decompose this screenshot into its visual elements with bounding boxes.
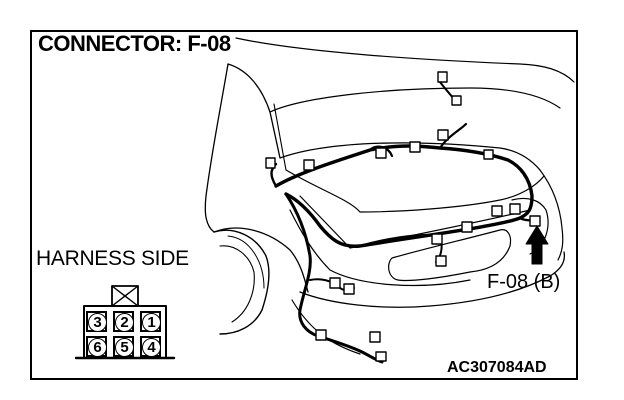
roof-line xyxy=(235,37,575,83)
connector-small xyxy=(303,159,315,171)
rear-deck-line xyxy=(539,169,564,261)
pin-cell: 5 xyxy=(113,336,134,357)
connector-small xyxy=(437,129,449,141)
connector-label: F-08 (B) xyxy=(487,271,561,293)
body-side-outline xyxy=(204,63,229,233)
pin-cell: 1 xyxy=(140,311,161,332)
pin-number: 3 xyxy=(88,313,107,332)
connector-small xyxy=(375,147,387,159)
pin-number: 5 xyxy=(115,338,134,357)
rear-window-outline xyxy=(227,63,541,171)
connector-small xyxy=(431,233,443,245)
page-title: CONNECTOR: F-08 xyxy=(38,31,231,56)
harness-wire-down xyxy=(284,192,384,364)
trunk-lower-edge xyxy=(289,209,471,287)
wheel-inner xyxy=(219,245,255,323)
pin-cell: 3 xyxy=(86,311,107,332)
bumper-outline xyxy=(299,251,566,308)
pin-cell: 4 xyxy=(140,336,161,357)
wheel-arch xyxy=(213,229,270,335)
pin-number: 1 xyxy=(142,313,161,332)
connector-small xyxy=(451,95,462,106)
connector-small xyxy=(461,221,473,233)
connector-small xyxy=(265,157,276,169)
connector-f08 xyxy=(529,215,541,227)
quarter-panel xyxy=(213,227,309,293)
connector-small xyxy=(509,203,521,215)
c-pillar-line xyxy=(269,87,561,113)
connector-small xyxy=(315,329,327,341)
diagram-code: AC307084AD xyxy=(447,359,547,376)
connector-small xyxy=(343,283,355,295)
connector-small xyxy=(491,205,503,217)
tire-arc xyxy=(227,235,265,289)
pin-number: 6 xyxy=(88,338,107,357)
rear-glass-lower xyxy=(273,103,287,171)
connector-small xyxy=(483,149,494,160)
pin-number: 4 xyxy=(142,338,161,357)
connector-small xyxy=(329,277,341,289)
license-plate-recess xyxy=(388,229,512,282)
connector-small xyxy=(409,141,421,153)
harness-branch-right xyxy=(438,122,468,150)
pin-number: 2 xyxy=(115,313,134,332)
trunk-lid-top xyxy=(285,169,545,213)
harness-branch-mid xyxy=(368,145,394,158)
arrow-up-icon xyxy=(525,225,549,265)
pin-cell: 2 xyxy=(113,311,134,332)
connector-small xyxy=(437,71,448,83)
harness-side-label: HARNESS SIDE xyxy=(36,247,189,270)
connector-small xyxy=(435,255,447,267)
connector-small xyxy=(375,351,387,362)
connector-small xyxy=(369,331,381,343)
harness-connectors xyxy=(265,71,541,362)
pin-cell: 6 xyxy=(86,336,107,357)
